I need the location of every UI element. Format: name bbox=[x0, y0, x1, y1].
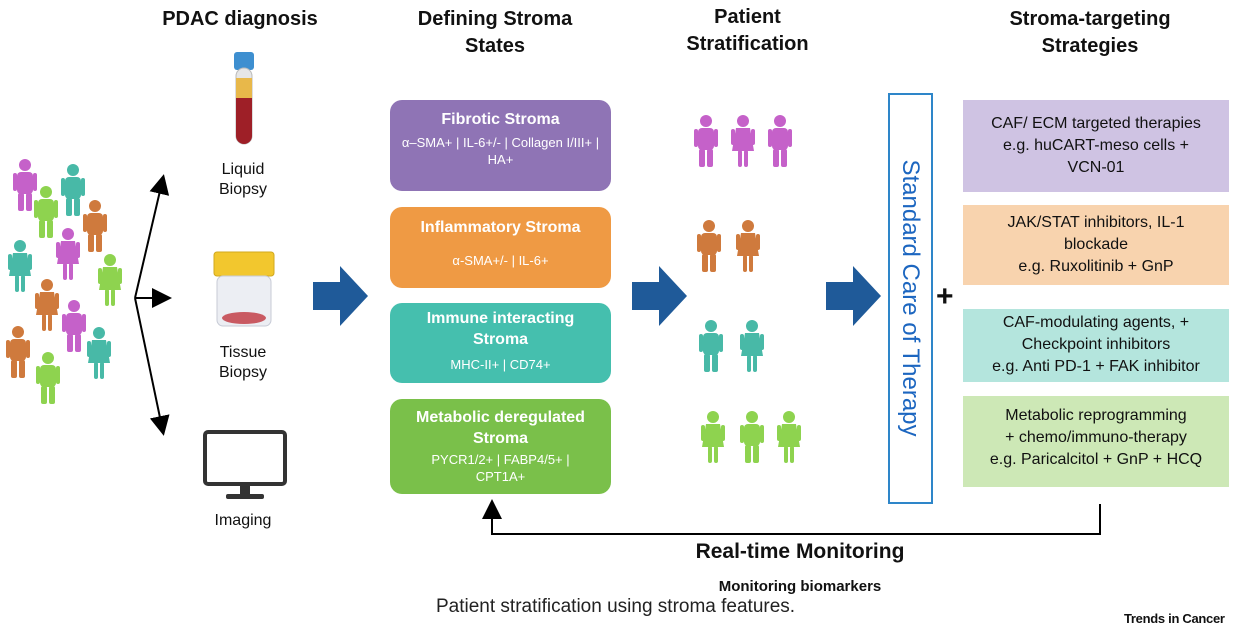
stroma-metabolic-markers: PYCR1/2+ | FABP4/5+ | CPT1A+ bbox=[431, 452, 570, 484]
strategy-caf-modulating: CAF-modulating agents, + Checkpoint inhi… bbox=[963, 309, 1229, 382]
monitoring-subtitle: Monitoring biomarkers bbox=[718, 578, 882, 595]
stroma-immune-markers: MHC-II+ | CD74+ bbox=[450, 357, 551, 372]
monitoring-title: Real-time Monitoring bbox=[695, 540, 905, 563]
blood-tube-icon bbox=[234, 52, 254, 145]
strategy-caf-ecm-line-2: e.g. huCART-meso cells + bbox=[1002, 137, 1189, 154]
stroma-fibrotic-markers: α–SMA+ | IL-6+/- | Collagen I/III+ | HA+ bbox=[401, 135, 600, 167]
strategy-metabolic-line-2: + chemo/immuno-therapy bbox=[1005, 429, 1187, 446]
label-tissue-biopsy: Tissue Biopsy bbox=[218, 344, 268, 381]
stroma-fibrotic: Fibrotic Stroma α–SMA+ | IL-6+/- | Colla… bbox=[390, 100, 611, 191]
monitoring-loop bbox=[482, 499, 1101, 535]
header-defining-stroma: Defining Stroma States bbox=[417, 8, 573, 57]
strategy-jak-stat-line-2: blockade bbox=[1063, 236, 1129, 253]
figure-caption: Patient stratification using stroma feat… bbox=[436, 596, 796, 617]
strategy-caf-modulating-line-1: CAF-modulating agents, + bbox=[1002, 314, 1190, 331]
stroma-metabolic: Metabolic deregulated Stroma PYCR1/2+ | … bbox=[390, 399, 611, 494]
stroma-fibrotic-title: Fibrotic Stroma bbox=[441, 111, 560, 128]
stratified-patients bbox=[694, 115, 801, 463]
strategy-jak-stat-line-1: JAK/STAT inhibitors, IL-1 bbox=[1007, 214, 1185, 231]
flow-arrows bbox=[313, 266, 881, 326]
label-imaging: Imaging bbox=[214, 512, 272, 529]
diagnosis-branch-arrows bbox=[134, 174, 172, 436]
stroma-inflammatory-title: Inflammatory Stroma bbox=[420, 219, 581, 236]
standard-care-label: Standard Care of Therapy bbox=[897, 159, 924, 437]
strategy-metabolic: Metabolic reprogramming + chemo/immuno-t… bbox=[963, 396, 1229, 487]
monitor-icon bbox=[203, 430, 287, 499]
header-patient-stratification: Patient Stratification bbox=[686, 6, 809, 55]
plus-sign: + bbox=[936, 280, 954, 313]
stroma-inflammatory-markers: α-SMA+/- | IL-6+ bbox=[452, 253, 549, 268]
stroma-metabolic-title: Metabolic deregulated Stroma bbox=[416, 409, 585, 447]
stroma-immune: Immune interacting Stroma MHC-II+ | CD74… bbox=[390, 303, 611, 383]
strategy-caf-ecm-line-3: VCN-01 bbox=[1067, 159, 1125, 176]
strategy-metabolic-line-1: Metabolic reprogramming bbox=[1005, 407, 1187, 424]
strategy-caf-modulating-line-3: e.g. Anti PD-1 + FAK inhibitor bbox=[992, 358, 1200, 375]
strategy-jak-stat: JAK/STAT inhibitors, IL-1 blockade e.g. … bbox=[963, 205, 1229, 285]
standard-care-box bbox=[888, 93, 933, 504]
publisher-logo: Trends in Cancer bbox=[1124, 611, 1225, 626]
header-strategies: Stroma-targeting Strategies bbox=[1009, 8, 1171, 57]
strategy-metabolic-line-3: e.g. Paricalcitol + GnP + HCQ bbox=[989, 451, 1203, 468]
strategy-caf-ecm: CAF/ ECM targeted therapies e.g. huCART-… bbox=[963, 100, 1229, 192]
strategy-caf-modulating-line-2: Checkpoint inhibitors bbox=[1021, 336, 1171, 353]
strategy-caf-ecm-line-1: CAF/ ECM targeted therapies bbox=[991, 115, 1201, 132]
label-liquid-biopsy: Liquid Biopsy bbox=[218, 161, 268, 198]
stroma-immune-title: Immune interacting Stroma bbox=[426, 310, 575, 348]
strategy-jak-stat-line-3: e.g. Ruxolitinib + GnP bbox=[1018, 258, 1174, 275]
stroma-inflammatory: Inflammatory Stroma α-SMA+/- | IL-6+ bbox=[390, 207, 611, 288]
specimen-jar-icon bbox=[213, 251, 275, 327]
header-diagnosis: PDAC diagnosis bbox=[162, 8, 318, 30]
patient-crowd bbox=[6, 159, 122, 404]
